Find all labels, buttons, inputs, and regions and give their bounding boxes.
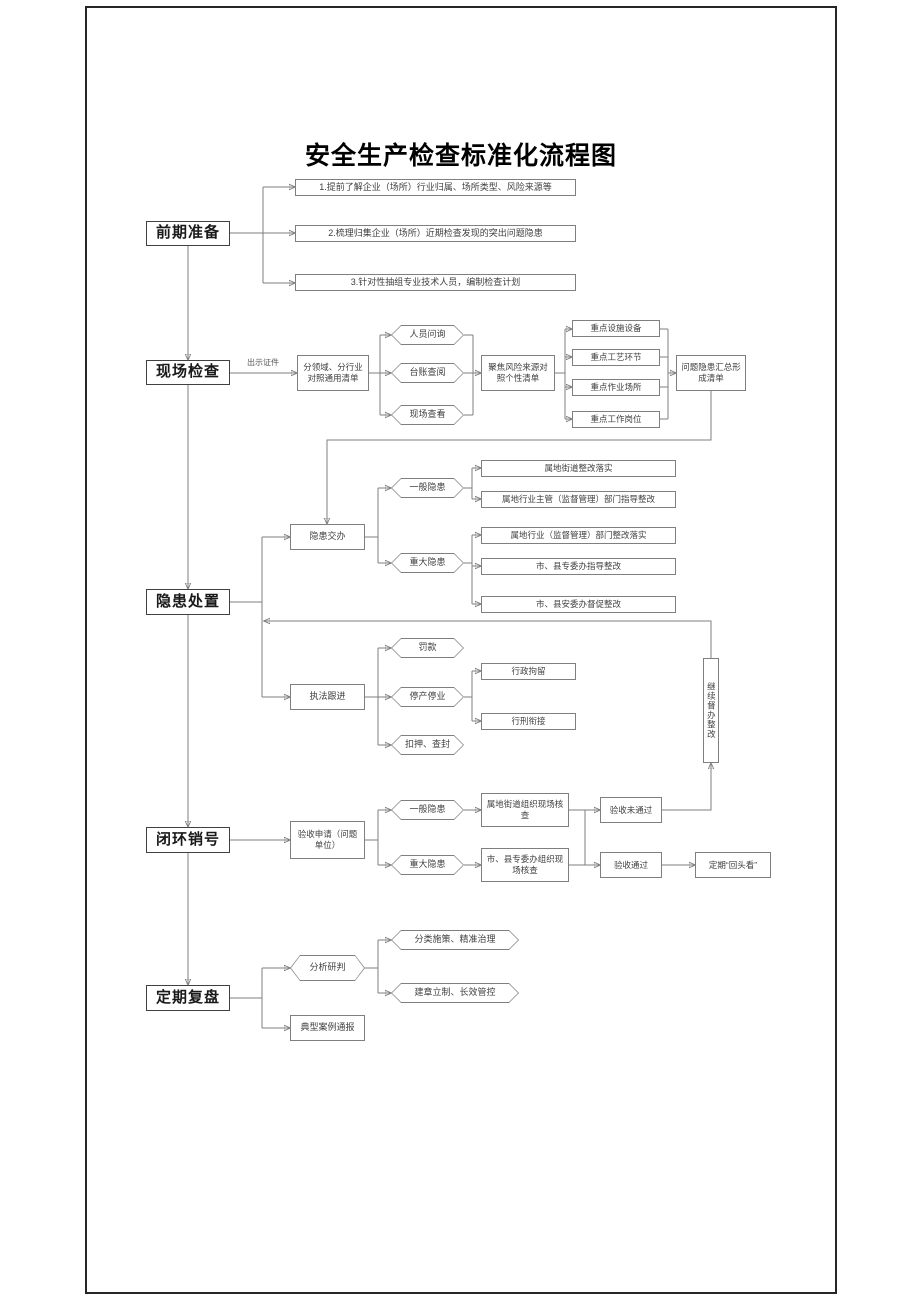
node-general-checklist: 分领域、分行业对照通用清单 [297,355,369,391]
page-title: 安全生产检查标准化流程图 [304,142,617,170]
node-key-posts: 重点工作岗位 [572,411,660,428]
stage-prep: 前期准备 [146,221,230,246]
stage-inspect: 现场检查 [146,360,230,385]
node-institutionalize: 建章立制、长效管控 [391,983,519,1003]
edge-label-show-credentials: 出示证件 [247,357,279,367]
node-periodic-lookback: 定期“回头看” [695,852,771,878]
node-major-hazard-acceptance: 重大隐患 [391,855,464,875]
node-detain-seal: 扣押、查封 [391,735,464,755]
node-industry-dept-guide-rectify: 属地行业主管（监督管理）部门指导整改 [481,491,676,508]
node-suspend-operation: 停产停业 [391,687,464,707]
node-criminal-link: 行刑衔接 [481,713,576,730]
hex-label: 分析研判 [309,962,346,973]
stage-review: 定期复盘 [146,985,230,1011]
hex-label: 分类施策、精准治理 [414,934,496,945]
node-fine: 罚款 [391,638,464,658]
stage-closeloop: 闭环销号 [146,827,230,853]
node-committee-guide-rectify: 市、县专委办指导整改 [481,558,676,575]
hex-label: 现场查看 [409,409,446,420]
hex-label: 停产停业 [409,691,446,702]
node-key-process: 重点工艺环节 [572,349,660,366]
prep-item-1: 1.提前了解企业（场所）行业归属、场所类型、风险来源等 [295,179,576,196]
node-acceptance-pass: 验收通过 [600,852,662,878]
node-key-worksites: 重点作业场所 [572,379,660,396]
node-general-hazard: 一般隐患 [391,478,464,498]
hex-label: 一般隐患 [409,482,446,493]
hex-label: 台账查阅 [409,367,446,378]
node-typical-case-report: 典型案例通报 [290,1015,365,1041]
node-committee-site-verify: 市、县专委办组织现场核查 [481,848,569,882]
hex-label: 重大隐患 [409,859,446,870]
node-continue-supervise-rectify: 继续督办整改 [703,658,719,763]
stage-dispose: 隐患处置 [146,589,230,615]
node-key-facilities: 重点设施设备 [572,320,660,337]
node-ledger-review: 台账查阅 [391,363,464,383]
node-classified-policy: 分类施策、精准治理 [391,930,519,950]
hex-label: 人员问询 [409,329,446,340]
node-hazard-summary-list: 问题隐患汇总形成清单 [676,355,746,391]
node-analysis-judgement: 分析研判 [290,955,365,981]
hex-label: 一般隐患 [409,804,446,815]
node-individual-checklist: 聚焦风险来源对照个性清单 [481,355,555,391]
prep-item-3: 3.针对性抽组专业技术人员，编制检查计划 [295,274,576,291]
prep-item-2: 2.梳理归集企业（场所）近期检查发现的突出问题隐患 [295,225,576,242]
node-general-hazard-acceptance: 一般隐患 [391,800,464,820]
node-street-site-verify: 属地街道组织现场核查 [481,793,569,827]
page-border [85,6,837,1294]
node-admin-detention: 行政拘留 [481,663,576,680]
node-acceptance-application: 验收申请（问题单位） [290,821,365,859]
node-hazard-assignment: 隐患交办 [290,524,365,550]
node-site-observation: 现场查看 [391,405,464,425]
node-major-hazard: 重大隐患 [391,553,464,573]
hex-label: 建章立制、长效管控 [414,987,496,998]
hex-label: 重大隐患 [409,557,446,568]
hex-label: 罚款 [418,642,437,653]
node-street-rectify: 属地街道整改落实 [481,460,676,477]
node-law-enforcement: 执法跟进 [290,684,365,710]
node-personnel-inquiry: 人员问询 [391,325,464,345]
node-industry-dept-rectify: 属地行业（监督管理）部门整改落实 [481,527,676,544]
node-acceptance-fail: 验收未通过 [600,797,662,823]
hex-label: 扣押、查封 [404,739,450,750]
node-safety-office-supervise: 市、县安委办督促整改 [481,596,676,613]
